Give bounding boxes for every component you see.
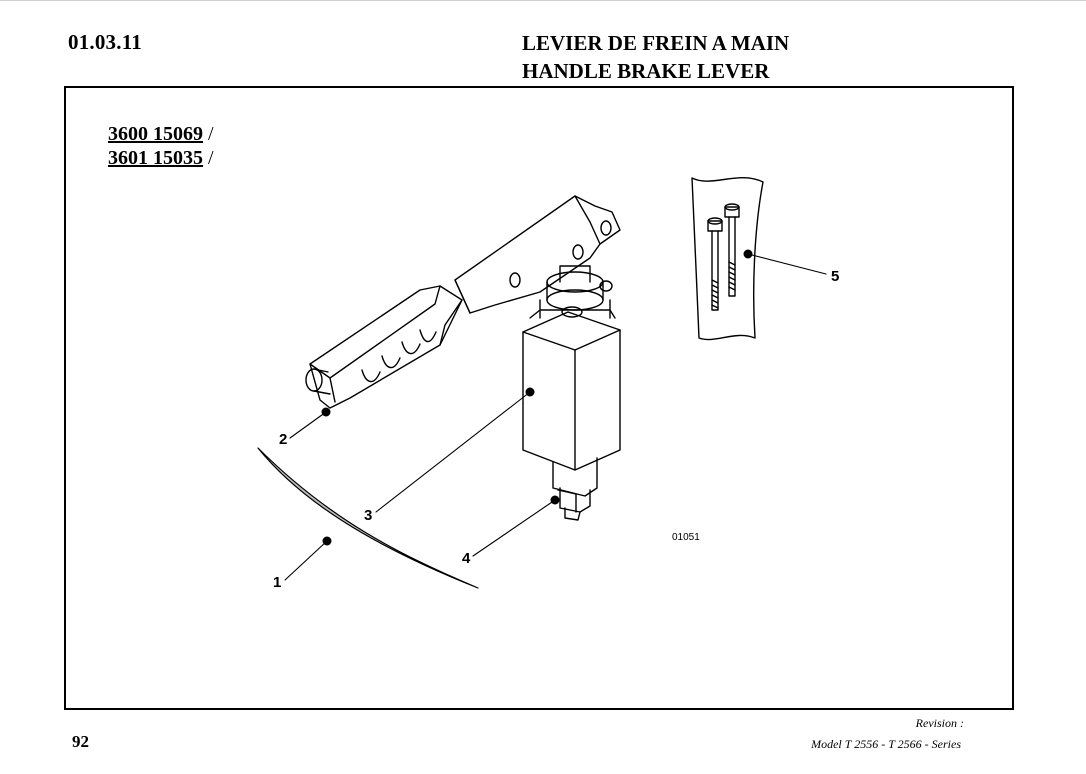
callout-4: 4 [462,550,471,567]
bolts-panel [691,177,764,341]
part-ref-number: 3601 15035 [108,147,203,169]
top-rule [0,0,1086,1]
boot-seal [257,447,479,589]
leader-3 [375,391,531,513]
handle-lever [305,195,621,409]
part-references: 3600 15069 / 3601 15035 / [108,122,214,170]
illustration-frame [64,86,1014,710]
model-series: Model T 2556 - T 2566 - Series [811,737,961,751]
title-french: LEVIER DE FREIN A MAIN [522,31,790,55]
part-ref-number: 3600 15069 [108,123,203,145]
leader-2 [289,411,327,439]
leader-4 [472,499,556,557]
part-ref-2: 3601 15035 / [108,146,214,170]
callout-1: 1 [273,574,281,591]
callout-3: 3 [364,507,372,524]
section-number: 01.03.11 [68,30,142,54]
part-ref-suffix: / [203,123,214,145]
part-ref-1: 3600 15069 / [108,122,214,146]
leader-lines [284,253,827,581]
leader-5 [747,253,827,275]
page-title: LEVIER DE FREIN A MAIN HANDLE BRAKE LEVE… [522,29,789,85]
page-number: 92 [72,732,89,751]
bolt-right [724,203,740,297]
bolt-left [707,217,723,311]
valve-body [522,265,621,521]
callout-5: 5 [831,268,839,285]
callout-2: 2 [279,431,287,448]
figure-code: 01051 [672,532,700,543]
title-english: HANDLE BRAKE LEVER [522,59,770,83]
part-ref-suffix: / [203,147,214,169]
revision-label: Revision : [915,716,964,730]
leader-dots [321,249,753,546]
leader-1 [284,540,328,581]
